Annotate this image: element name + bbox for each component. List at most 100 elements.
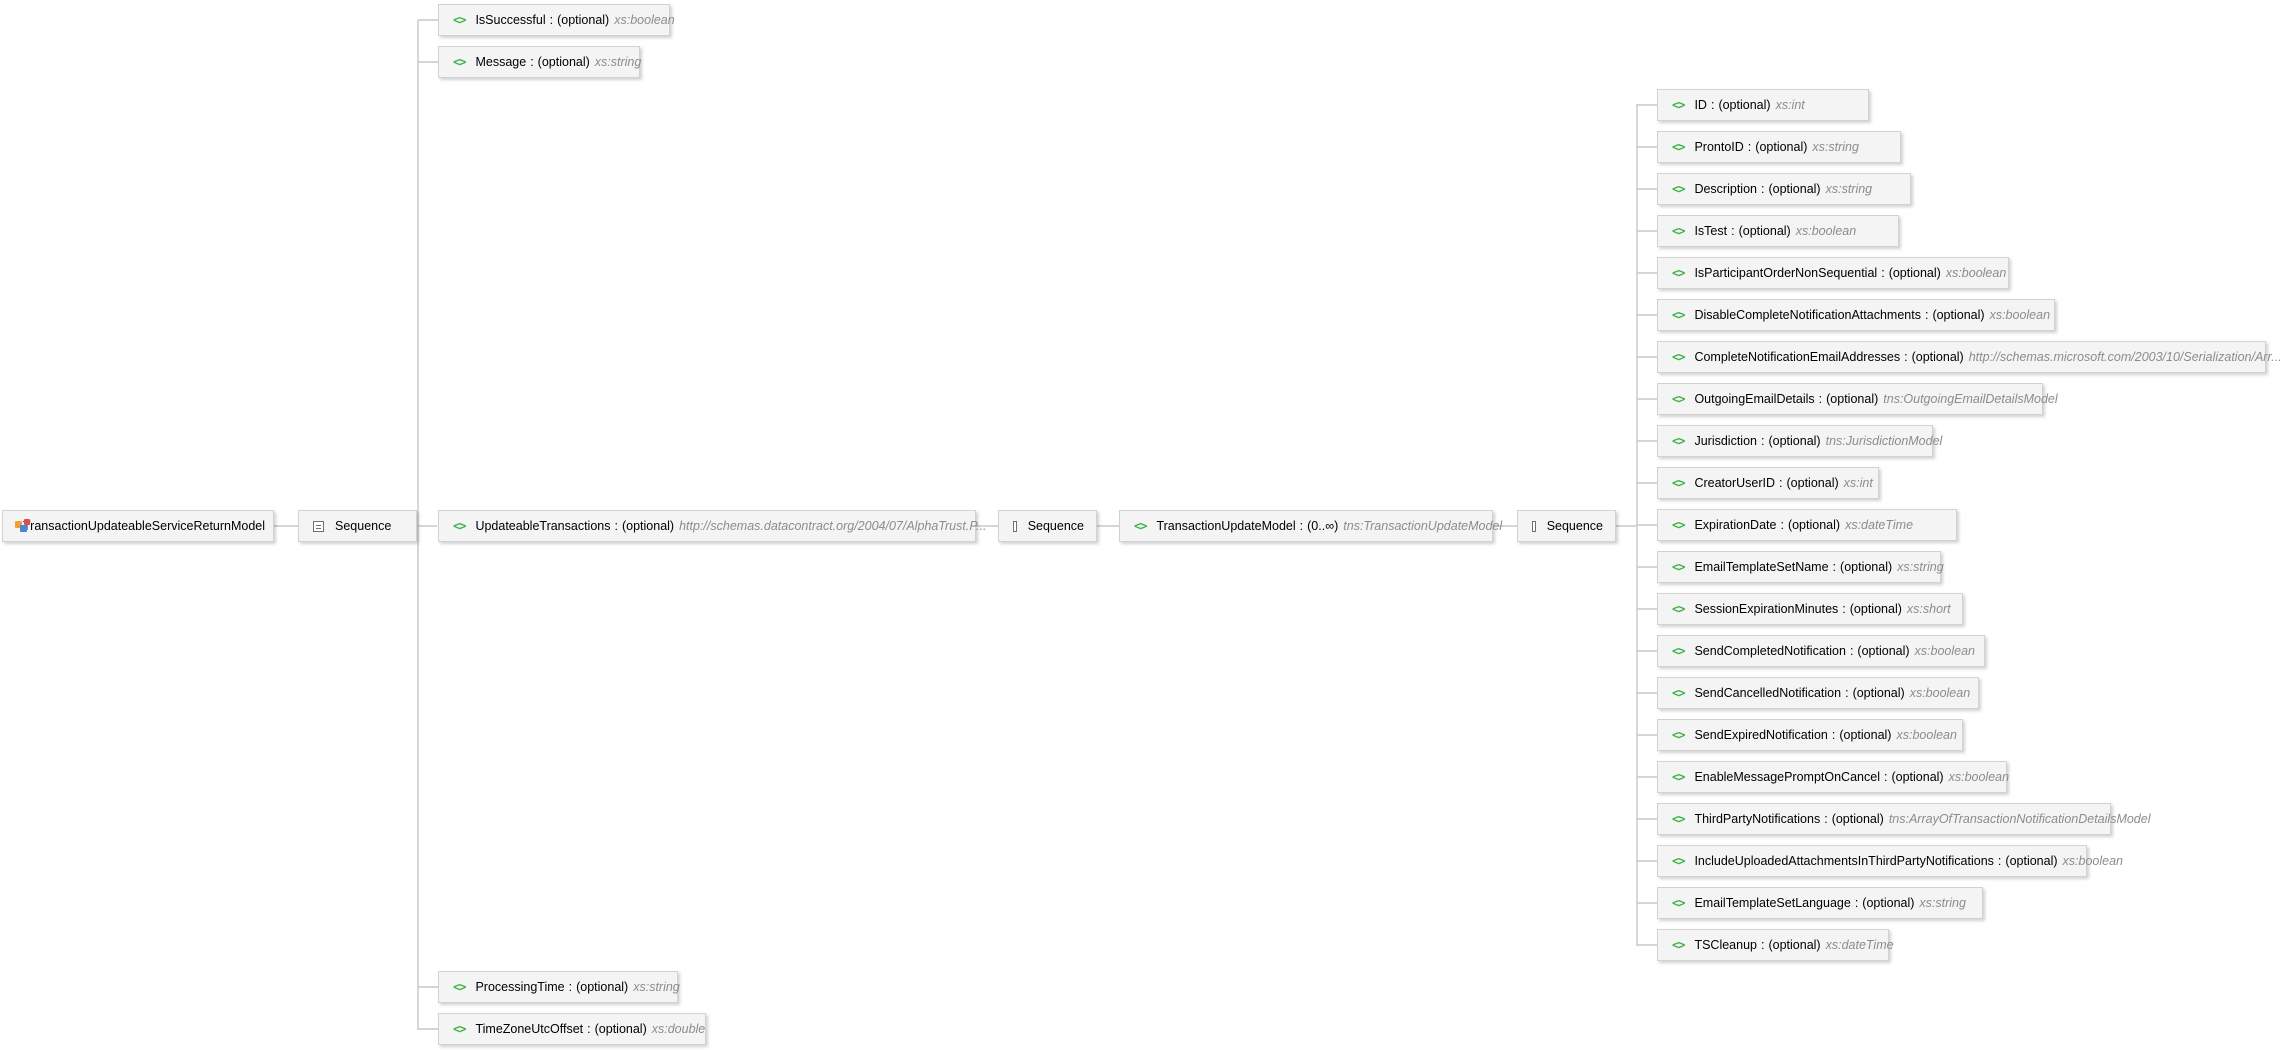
element-name: IncludeUploadedAttachmentsInThirdPartyNo… bbox=[1694, 854, 1994, 868]
element-name: EmailTemplateSetLanguage bbox=[1694, 896, 1851, 910]
element-name: CompleteNotificationEmailAddresses bbox=[1694, 350, 1901, 364]
element-name: SendCompletedNotification bbox=[1694, 644, 1846, 658]
element-icon: <> bbox=[1672, 98, 1685, 112]
element-cardinality: (optional) bbox=[1839, 728, 1892, 742]
sequence-node-3[interactable]: Sequence bbox=[1517, 510, 1616, 542]
element-type: xs:boolean bbox=[1945, 266, 2007, 280]
element-cardinality: (optional) bbox=[1768, 938, 1821, 952]
element-type: xs:string bbox=[1825, 182, 1873, 196]
element-type: http://schemas.microsoft.com/2003/10/Ser… bbox=[1968, 350, 2282, 364]
element-name: SendExpiredNotification bbox=[1694, 728, 1828, 742]
element-cardinality: (optional) bbox=[1849, 602, 1902, 616]
element-node-message[interactable]: <> Message: (optional) xs:string bbox=[438, 46, 641, 78]
sequence-node-2[interactable]: Sequence bbox=[998, 510, 1097, 542]
root-element-node[interactable]: TransactionUpdateableServiceReturnModel bbox=[2, 510, 274, 542]
element-cardinality: (optional) bbox=[1911, 350, 1964, 364]
element-cardinality: (optional) bbox=[1932, 308, 1985, 322]
element-type: xs:boolean bbox=[1989, 308, 2051, 322]
element-icon: <> bbox=[1672, 434, 1685, 448]
root-element-label: TransactionUpdateableServiceReturnModel bbox=[23, 519, 266, 533]
element-type: xs:boolean bbox=[1948, 770, 2010, 784]
element-node-sendcancellednotification[interactable]: <>SendCancelledNotification:(optional)xs… bbox=[1657, 677, 1979, 709]
element-icon: <> bbox=[1672, 896, 1685, 910]
element-node-sessionexpirationminutes[interactable]: <>SessionExpirationMinutes:(optional)xs:… bbox=[1657, 593, 1963, 625]
element-node-isparticipantordernonsequential[interactable]: <>IsParticipantOrderNonSequential:(optio… bbox=[1657, 257, 2009, 289]
element-node-description[interactable]: <>Description:(optional)xs:string bbox=[1657, 173, 1911, 205]
element-node-processingtime[interactable]: <> ProcessingTime: (optional) xs:string bbox=[438, 971, 680, 1003]
element-node-emailtemplatesetname[interactable]: <>EmailTemplateSetName:(optional)xs:stri… bbox=[1657, 551, 1944, 583]
element-type: tns:JurisdictionModel bbox=[1825, 434, 1943, 448]
element-type: xs:boolean bbox=[1909, 686, 1971, 700]
element-icon: <> bbox=[1672, 518, 1685, 532]
element-name: CreatorUserID bbox=[1694, 476, 1776, 490]
element-name: ID bbox=[1694, 98, 1707, 112]
element-node-updateabletransactions[interactable]: <> UpdateableTransactions: (optional) ht… bbox=[438, 510, 986, 542]
sequence-label: Sequence bbox=[1546, 519, 1603, 533]
element-cardinality: (optional) bbox=[1768, 182, 1821, 196]
element-cardinality: (optional) bbox=[1862, 896, 1915, 910]
element-icon: <> bbox=[1134, 519, 1147, 533]
element-name: IsParticipantOrderNonSequential bbox=[1694, 266, 1878, 280]
element-node-tscleanup[interactable]: <>TSCleanup:(optional)xs:dateTime bbox=[1657, 929, 1894, 961]
element-cardinality: (optional) bbox=[1852, 686, 1905, 700]
element-cardinality: (optional) bbox=[1786, 476, 1839, 490]
element-node-issuccessful[interactable]: <> IsSuccessful: (optional) xs:boolean bbox=[438, 4, 675, 36]
element-icon: <> bbox=[1672, 602, 1685, 616]
element-name: ExpirationDate bbox=[1694, 518, 1777, 532]
element-icon: <> bbox=[1672, 224, 1685, 238]
element-cardinality: (optional) bbox=[1768, 434, 1821, 448]
element-node-sendcompletednotification[interactable]: <>SendCompletedNotification:(optional)xs… bbox=[1657, 635, 1985, 667]
element-node-creatoruserid[interactable]: <>CreatorUserID:(optional)xs:int bbox=[1657, 467, 1879, 499]
element-icon: <> bbox=[1672, 350, 1685, 364]
sequence-icon bbox=[313, 520, 324, 532]
element-type: xs:short bbox=[1906, 602, 1951, 616]
element-cardinality: (optional) bbox=[1755, 140, 1808, 154]
element-icon: <> bbox=[1672, 308, 1685, 322]
element-node-includeuploadedattachmentsinthirdpartynotifications[interactable]: <>IncludeUploadedAttachmentsInThirdParty… bbox=[1657, 845, 2123, 877]
element-icon: <> bbox=[453, 1022, 466, 1036]
element-type: xs:boolean bbox=[1795, 224, 1857, 238]
element-node-thirdpartynotifications[interactable]: <>ThirdPartyNotifications:(optional)tns:… bbox=[1657, 803, 2151, 835]
element-name: EmailTemplateSetName bbox=[1694, 560, 1829, 574]
element-node-istest[interactable]: <>IsTest:(optional)xs:boolean bbox=[1657, 215, 1899, 247]
element-node-enablemessagepromptoncancel[interactable]: <>EnableMessagePromptOnCancel:(optional)… bbox=[1657, 761, 2010, 793]
element-type: xs:boolean bbox=[2062, 854, 2123, 868]
element-name: DisableCompleteNotificationAttachments bbox=[1694, 308, 1921, 322]
element-node-outgoingemaildetails[interactable]: <>OutgoingEmailDetails:(optional)tns:Out… bbox=[1657, 383, 2058, 415]
element-node-transactionupdatemodel[interactable]: <> TransactionUpdateModel: (0..∞) tns:Tr… bbox=[1119, 510, 1502, 542]
sequence-node-1[interactable]: Sequence bbox=[298, 510, 417, 542]
element-type: xs:dateTime bbox=[1825, 938, 1894, 952]
element-type: xs:int bbox=[1843, 476, 1873, 490]
element-type: xs:boolean bbox=[1914, 644, 1976, 658]
element-name: TSCleanup bbox=[1694, 938, 1757, 952]
element-node-timezoneutcoffset[interactable]: <> TimeZoneUtcOffset: (optional) xs:doub… bbox=[438, 1013, 706, 1045]
element-icon: <> bbox=[1672, 182, 1685, 196]
element-cardinality: (optional) bbox=[1738, 224, 1791, 238]
sequence-icon bbox=[1532, 520, 1536, 532]
element-type: xs:boolean bbox=[1896, 728, 1957, 742]
sequence-label: Sequence bbox=[1027, 519, 1084, 533]
element-node-sendexpirednotification[interactable]: <>SendExpiredNotification:(optional)xs:b… bbox=[1657, 719, 1963, 751]
element-node-prontoid[interactable]: <>ProntoID:(optional)xs:string bbox=[1657, 131, 1901, 163]
element-cardinality: (optional) bbox=[2005, 854, 2058, 868]
element-cardinality: (optional) bbox=[1888, 266, 1941, 280]
sequence-label: Sequence bbox=[335, 519, 392, 533]
element-icon: <> bbox=[1672, 560, 1685, 574]
element-cardinality: (optional) bbox=[1826, 392, 1879, 406]
sequence-icon bbox=[1013, 520, 1017, 532]
element-name: ProntoID bbox=[1694, 140, 1744, 154]
element-type: xs:string bbox=[1897, 560, 1944, 574]
element-name: EnableMessagePromptOnCancel bbox=[1694, 770, 1880, 784]
element-node-expirationdate[interactable]: <>ExpirationDate:(optional)xs:dateTime bbox=[1657, 509, 1957, 541]
element-node-emailtemplatesetlanguage[interactable]: <>EmailTemplateSetLanguage:(optional)xs:… bbox=[1657, 887, 1983, 919]
element-node-id[interactable]: <>ID:(optional)xs:int bbox=[1657, 89, 1869, 121]
element-icon: <> bbox=[1672, 476, 1685, 490]
element-name: IsTest bbox=[1694, 224, 1728, 238]
element-name: Jurisdiction bbox=[1694, 434, 1757, 448]
element-node-jurisdiction[interactable]: <>Jurisdiction:(optional)tns:Jurisdictio… bbox=[1657, 425, 1942, 457]
element-node-completenotificationemailaddresses[interactable]: <>CompleteNotificationEmailAddresses:(op… bbox=[1657, 341, 2282, 373]
element-node-disablecompletenotificationattachments[interactable]: <> DisableCompleteNotificationAttachments… bbox=[1657, 299, 2055, 331]
element-type: xs:int bbox=[1775, 98, 1805, 112]
element-type: tns:ArrayOfTransactionNotificationDetail… bbox=[1888, 812, 2151, 826]
